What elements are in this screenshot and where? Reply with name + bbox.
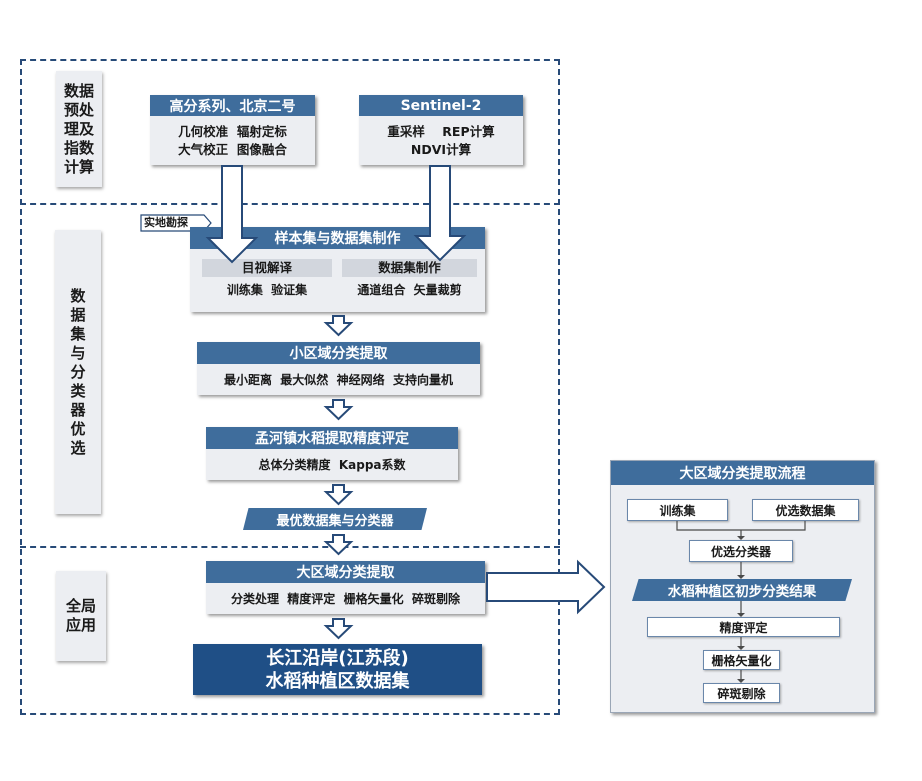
small-region-title: 小区域分类提取 <box>197 342 480 364</box>
sentinel2-line-2: NDVI计算 <box>410 141 472 157</box>
visual-interp-body: 训练集 验证集 <box>226 283 308 297</box>
flow-training-set: 训练集 <box>627 499 728 521</box>
workflow-frame <box>20 59 560 715</box>
dataset-make-title: 数据集制作 <box>342 259 477 277</box>
dataset-make-body: 通道组合 矢量裁剪 <box>357 283 462 297</box>
final-dataset-line-1: 长江沿岸(江苏段) <box>266 647 409 669</box>
field-survey-tag: 实地勘探 <box>140 214 212 232</box>
field-survey-text: 实地勘探 <box>144 216 188 229</box>
gf-title: 高分系列、北京二号 <box>150 95 315 116</box>
best-dataset-banner: 最优数据集与分类器 <box>243 508 427 530</box>
stage-divider-2 <box>20 546 560 548</box>
gf-body: 几何校准 辐射定标 大气校正 图像融合 <box>150 116 315 165</box>
menghe-title: 孟河镇水稻提取精度评定 <box>206 427 458 449</box>
sentinel2-box: Sentinel-2 重采样 REP计算 NDVI计算 <box>359 95 523 165</box>
large-region-title: 大区域分类提取 <box>206 561 485 583</box>
small-region-body: 最小距离 最大似然 神经网络 支持向量机 <box>223 372 454 387</box>
gf-box: 高分系列、北京二号 几何校准 辐射定标 大气校正 图像融合 <box>150 95 315 165</box>
dataset-make-group: 数据集制作 通道组合 矢量裁剪 <box>342 259 477 307</box>
sample-title: 样本集与数据集制作 <box>190 227 485 249</box>
small-region-box: 小区域分类提取 最小距离 最大似然 神经网络 支持向量机 <box>197 342 480 395</box>
large-region-box: 大区域分类提取 分类处理 精度评定 栅格矢量化 碎斑剔除 <box>206 561 485 614</box>
visual-interp-group: 目视解译 训练集 验证集 <box>202 259 332 307</box>
flow-panel-title: 大区域分类提取流程 <box>611 461 874 485</box>
stage-label-preprocess: 数据预处理及指数计算 <box>56 71 102 187</box>
flow-best-dataset: 优选数据集 <box>752 499 859 521</box>
large-region-body: 分类处理 精度评定 栅格矢量化 碎斑剔除 <box>230 591 461 606</box>
sentinel2-title: Sentinel-2 <box>359 95 523 116</box>
flow-best-classifier: 优选分类器 <box>689 540 793 562</box>
flow-vectorize: 栅格矢量化 <box>703 650 780 670</box>
gf-line-1: 几何校准 辐射定标 <box>178 123 287 139</box>
flow-initial-result: 水稻种植区初步分类结果 <box>632 579 852 601</box>
final-dataset-box: 长江沿岸(江苏段) 水稻种植区数据集 <box>193 644 482 695</box>
sentinel2-body: 重采样 REP计算 NDVI计算 <box>359 116 523 165</box>
stage-label-preprocess-text: 数据预处理及指数计算 <box>63 81 94 176</box>
flow-accuracy: 精度评定 <box>647 617 840 637</box>
visual-interp-title: 目视解译 <box>202 259 332 277</box>
stage-label-selection-text: 数据集与分类器优选 <box>70 286 86 457</box>
stage-label-global: 全局应用 <box>56 571 106 661</box>
stage-label-global-text: 全局应用 <box>65 597 96 634</box>
flow-despeckle: 碎斑剔除 <box>703 683 780 703</box>
stage-label-selection: 数据集与分类器优选 <box>55 230 101 514</box>
menghe-box: 孟河镇水稻提取精度评定 总体分类精度 Kappa系数 <box>206 427 458 480</box>
menghe-body: 总体分类精度 Kappa系数 <box>258 457 406 472</box>
sample-box: 样本集与数据集制作 目视解译 训练集 验证集 数据集制作 通道组合 矢量裁剪 <box>190 227 485 312</box>
stage-divider-1 <box>20 203 560 205</box>
final-dataset-line-2: 水稻种植区数据集 <box>265 670 410 692</box>
gf-line-2: 大气校正 图像融合 <box>178 141 287 157</box>
sentinel2-line-1: 重采样 REP计算 <box>387 123 495 139</box>
